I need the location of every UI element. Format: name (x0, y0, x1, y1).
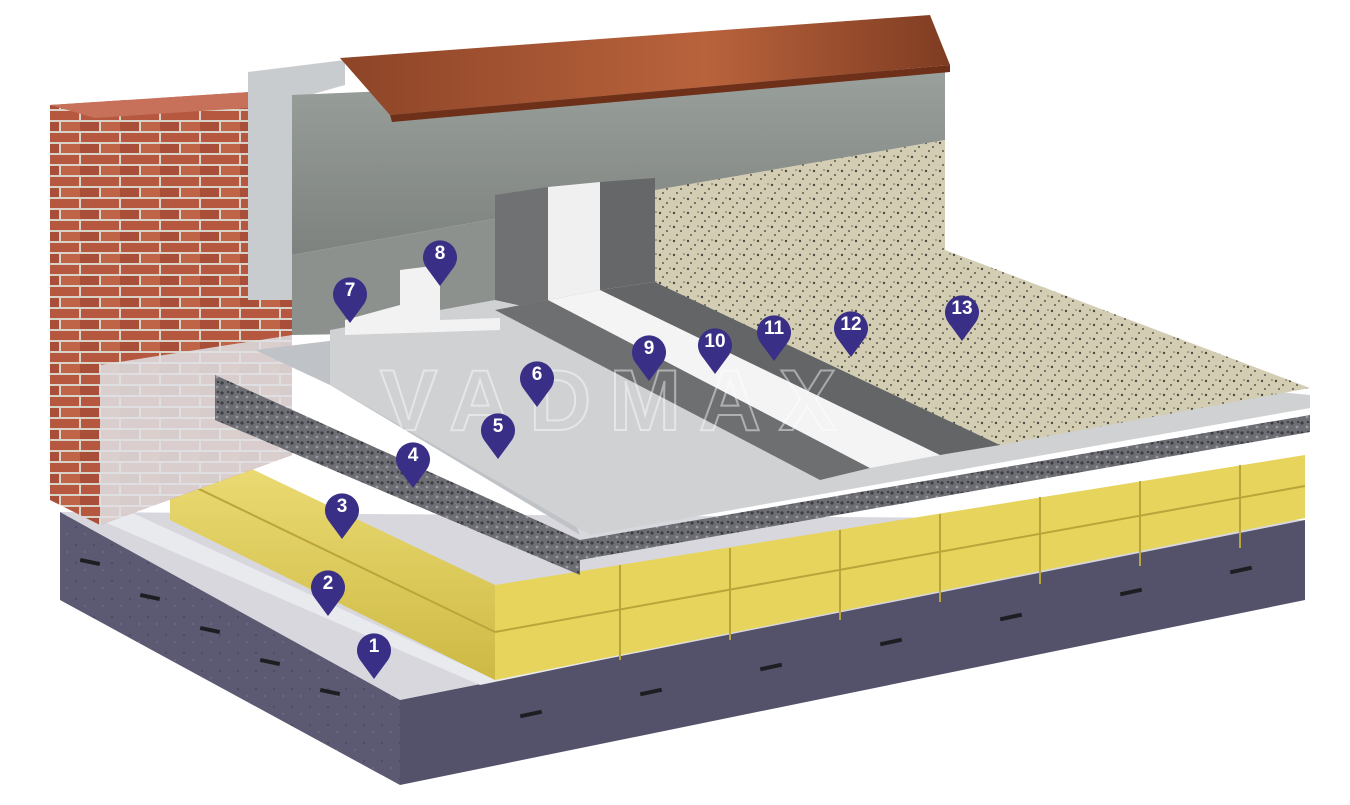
granule-top-layer (655, 250, 1310, 445)
watermark: VADMAX (380, 353, 854, 449)
membrane-upturn-light (548, 182, 600, 300)
metal-coping (340, 15, 950, 115)
marker-label: 4 (407, 445, 419, 466)
layer-marker-10[interactable]: 10 (696, 325, 734, 375)
map-pin-icon (698, 328, 732, 374)
map-pin-icon (481, 413, 515, 459)
map-pin-icon (357, 633, 391, 679)
marker-label: 5 (492, 416, 504, 437)
map-pin-icon (945, 295, 979, 341)
marker-label: 10 (704, 331, 726, 352)
marker-label: 3 (336, 496, 348, 517)
gravel-layer-top (215, 375, 1310, 560)
layer-marker-9[interactable]: 9 (630, 332, 668, 382)
layer-marker-8[interactable]: 8 (421, 237, 459, 287)
flashing-corner (345, 265, 500, 335)
marker-label: 13 (951, 298, 973, 319)
membrane-upturn-dark (495, 187, 548, 310)
concrete-slab-side (400, 520, 1305, 785)
marker-label: 8 (434, 243, 446, 264)
map-pin-icon (834, 311, 868, 357)
wall-membrane (100, 335, 292, 525)
layer-marker-2[interactable]: 2 (309, 567, 347, 617)
layer-marker-6[interactable]: 6 (518, 358, 556, 408)
parapet-cap-left (248, 60, 345, 300)
concrete-slab-front (60, 512, 400, 785)
map-pin-icon (325, 493, 359, 539)
layer-marker-7[interactable]: 7 (331, 274, 369, 324)
membrane-strip-11 (600, 282, 1000, 455)
marker-label: 12 (840, 314, 862, 335)
map-pin-icon (632, 335, 666, 381)
marker-label: 1 (368, 636, 380, 657)
insulation-seams (169, 465, 1306, 660)
layer-marker-1[interactable]: 1 (355, 630, 393, 680)
vapor-barrier (100, 505, 1300, 685)
marker-label: 2 (322, 573, 334, 594)
layer-marker-3[interactable]: 3 (323, 490, 361, 540)
membrane-strip-9 (495, 300, 870, 480)
marker-label: 9 (643, 338, 655, 359)
map-pin-icon (396, 442, 430, 488)
map-pin-icon (757, 315, 791, 361)
map-pin-icon (423, 240, 457, 286)
marker-label: 6 (531, 364, 543, 385)
layer-marker-11[interactable]: 11 (755, 312, 793, 362)
insulation-side (495, 455, 1305, 680)
layer-marker-5[interactable]: 5 (479, 410, 517, 460)
membrane-strip-10 (548, 290, 940, 468)
slab-dowels (79, 557, 1253, 719)
layer-marker-13[interactable]: 13 (943, 292, 981, 342)
insulation-front (170, 430, 495, 680)
map-pin-icon (311, 570, 345, 616)
marker-label: 11 (763, 318, 785, 339)
map-pin-icon (520, 361, 554, 407)
granule-wall (655, 140, 945, 290)
layer-marker-12[interactable]: 12 (832, 308, 870, 358)
marker-label: 7 (344, 280, 356, 301)
map-pin-icon (333, 277, 367, 323)
layer-marker-4[interactable]: 4 (394, 439, 432, 489)
